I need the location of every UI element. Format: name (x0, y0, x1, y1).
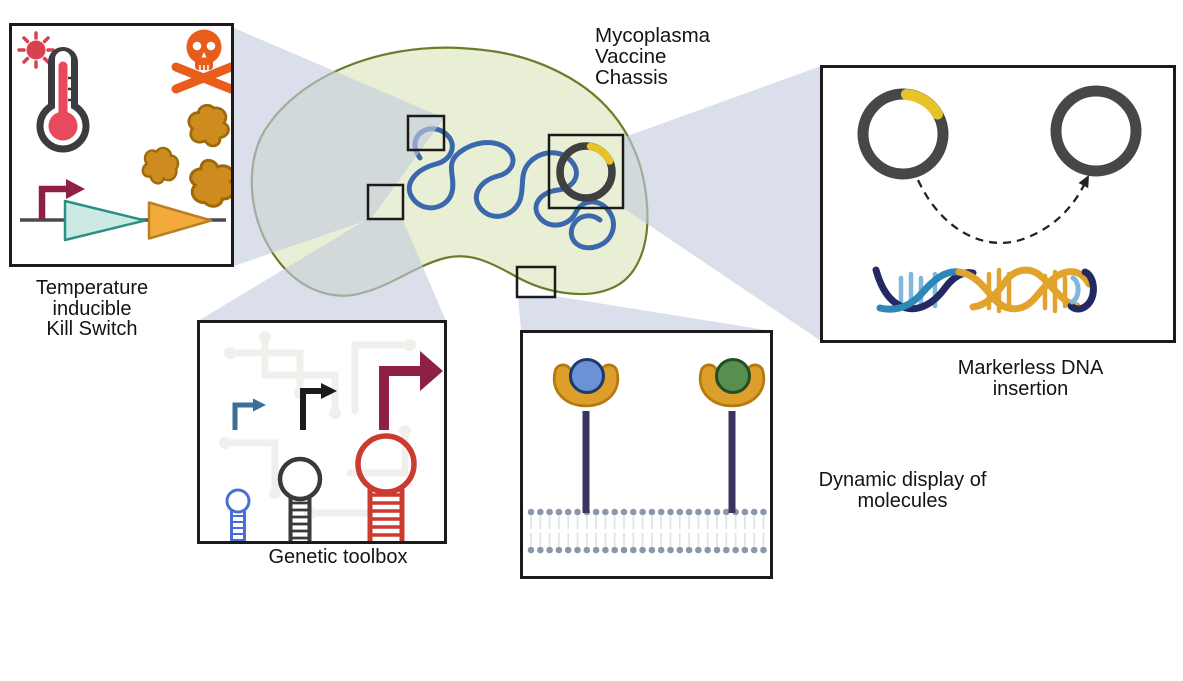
dna-helix-icon (872, 266, 1097, 314)
panel-kill-switch (9, 23, 234, 267)
caption-line: Dynamic display of (818, 469, 987, 491)
sun-icon (17, 31, 55, 69)
panel-dynamic-display (520, 330, 773, 579)
callout-beams (198, 28, 821, 341)
caption-line: Kill Switch (46, 318, 138, 340)
panel-genetic-toolbox (197, 320, 447, 544)
dashed-insertion-arrow-icon (916, 175, 1089, 245)
gene-triangle-teal-icon (63, 199, 147, 242)
thermometer-icon (36, 47, 90, 153)
caption-dynamic-display: Dynamic display of molecules (800, 470, 1005, 511)
figure-title: Mycoplasma Vaccine Chassis (595, 25, 710, 88)
title-line: Chassis (595, 66, 668, 89)
caption-line: molecules (857, 489, 948, 512)
title-line: Mycoplasma (595, 24, 711, 47)
caption-line: inducible (52, 297, 132, 320)
callout-square-top (406, 114, 446, 152)
promoter-arrow-large-icon (379, 351, 443, 430)
plasmid-empty-icon (1050, 85, 1142, 177)
caption-line: Genetic toolbox (268, 546, 408, 568)
beam-to-dynamic-display (518, 296, 772, 331)
caption-kill-switch: Temperature inducible Kill Switch (10, 278, 174, 340)
beam-to-markerless-insertion (622, 66, 821, 341)
terminator-hairpin-medium-icon (277, 456, 323, 541)
callout-square-plasmid (547, 133, 625, 210)
skull-crossbones-icon (171, 29, 231, 94)
promoter-arrow-small-icon (232, 398, 266, 430)
terminator-hairpin-small-icon (225, 488, 251, 541)
title-line: Vaccine (595, 45, 667, 68)
membrane-receptor-green-icon (698, 358, 766, 513)
membrane-receptor-blue-icon (552, 358, 620, 513)
genome-squiggle (406, 126, 616, 251)
promoter-arrow-medium-icon (300, 383, 337, 430)
beam-to-kill-switch (234, 28, 444, 266)
lipid-bilayer-icon (527, 508, 767, 554)
caption-line: Temperature (35, 277, 149, 299)
callout-square-left (366, 183, 405, 221)
caption-genetic-toolbox: Genetic toolbox (238, 547, 438, 568)
beam-to-genetic-toolbox (198, 218, 446, 321)
plasmid-with-insert-icon (857, 88, 949, 180)
caption-markerless-insertion: Markerless DNA insertion (928, 358, 1133, 399)
panel-markerless-insertion (820, 65, 1176, 343)
caption-line: Markerless DNA (957, 357, 1104, 379)
callout-square-bottom (515, 265, 557, 299)
terminator-hairpin-large-icon (355, 433, 417, 541)
promoter-arrow-icon (38, 179, 85, 220)
caption-line: insertion (992, 377, 1069, 400)
mini-plasmid-icon (556, 142, 616, 202)
gene-triangle-orange-icon (147, 201, 213, 240)
circuit-board-background (219, 331, 416, 519)
toxin-blob-icon (139, 100, 231, 214)
